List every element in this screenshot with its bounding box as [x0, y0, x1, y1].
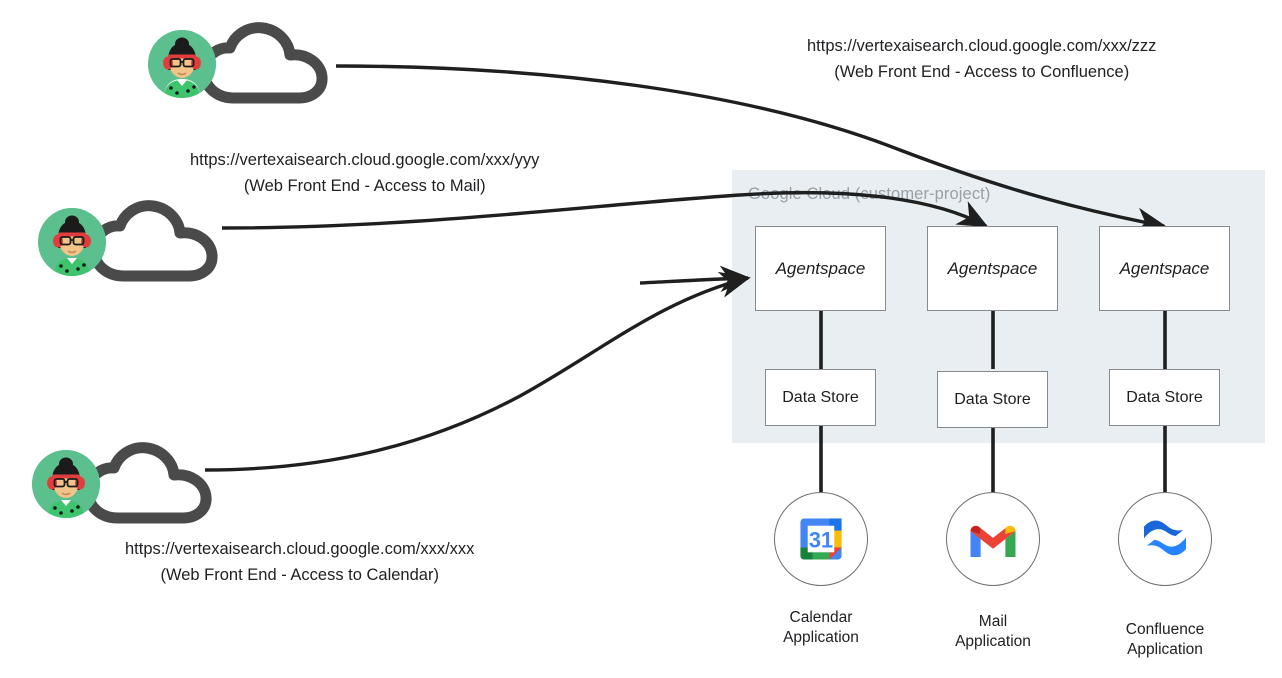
url-subtitle: (Web Front End - Access to Calendar) [160, 565, 439, 584]
user-avatar [38, 208, 106, 276]
datastore-box-3[interactable]: Data Store [1109, 369, 1220, 426]
url-text: https://vertexaisearch.cloud.google.com/… [807, 37, 1157, 55]
agentspace-label: Agentspace [775, 258, 866, 278]
avatar-illustration [32, 450, 100, 518]
app-label-line1: Calendar [789, 609, 853, 626]
datastore-label: Data Store [782, 388, 859, 406]
datastore-label: Data Store [1126, 388, 1203, 406]
mail-application-label: Mail Application [908, 612, 1078, 653]
app-label-line1: Mail [978, 613, 1008, 630]
avatar-illustration [38, 208, 106, 276]
avatar-illustration [148, 30, 216, 98]
confluence-application-label: Confluence Application [1080, 620, 1250, 661]
calendar-application-label: Calendar Application [736, 608, 906, 649]
arrow-calendar [204, 271, 751, 472]
google-calendar-icon: 31 [800, 518, 842, 560]
svg-text:31: 31 [809, 527, 833, 552]
user-cloud-calendar [32, 442, 212, 528]
agentspace-label: Agentspace [947, 258, 1038, 278]
app-label-line2: Application [955, 633, 1031, 651]
datastore-box-1[interactable]: Data Store [765, 369, 876, 426]
agentspace-box-2[interactable]: Agentspace [927, 226, 1058, 311]
url-caption-confluence: https://vertexaisearch.cloud.google.com/… [807, 34, 1156, 85]
datastore-box-2[interactable]: Data Store [937, 371, 1048, 428]
confluence-application-circle[interactable] [1118, 492, 1212, 586]
datastore-label: Data Store [954, 390, 1031, 408]
url-caption-mail: https://vertexaisearch.cloud.google.com/… [190, 148, 539, 199]
user-cloud-mail [38, 200, 218, 286]
app-label-line1: Confluence [1125, 621, 1205, 638]
url-subtitle: (Web Front End - Access to Mail) [243, 176, 486, 195]
url-text: https://vertexaisearch.cloud.google.com/… [125, 540, 475, 558]
user-cloud-confluence [148, 22, 328, 108]
url-caption-calendar: https://vertexaisearch.cloud.google.com/… [125, 537, 474, 588]
app-label-line2: Application [783, 629, 859, 647]
agentspace-box-3[interactable]: Agentspace [1099, 226, 1230, 311]
google-cloud-container-label: Google Cloud (customer-project) [748, 185, 991, 203]
url-text: https://vertexaisearch.cloud.google.com/… [190, 151, 540, 169]
calendar-application-circle[interactable]: 31 [774, 492, 868, 586]
user-avatar [32, 450, 100, 518]
app-label-line2: Application [1127, 641, 1203, 659]
url-subtitle: (Web Front End - Access to Confluence) [834, 62, 1130, 81]
agentspace-box-1[interactable]: Agentspace [755, 226, 886, 311]
mail-application-circle[interactable] [946, 492, 1040, 586]
confluence-icon [1144, 520, 1186, 556]
gmail-icon [970, 525, 1016, 557]
user-avatar [148, 30, 216, 98]
agentspace-label: Agentspace [1119, 258, 1210, 278]
